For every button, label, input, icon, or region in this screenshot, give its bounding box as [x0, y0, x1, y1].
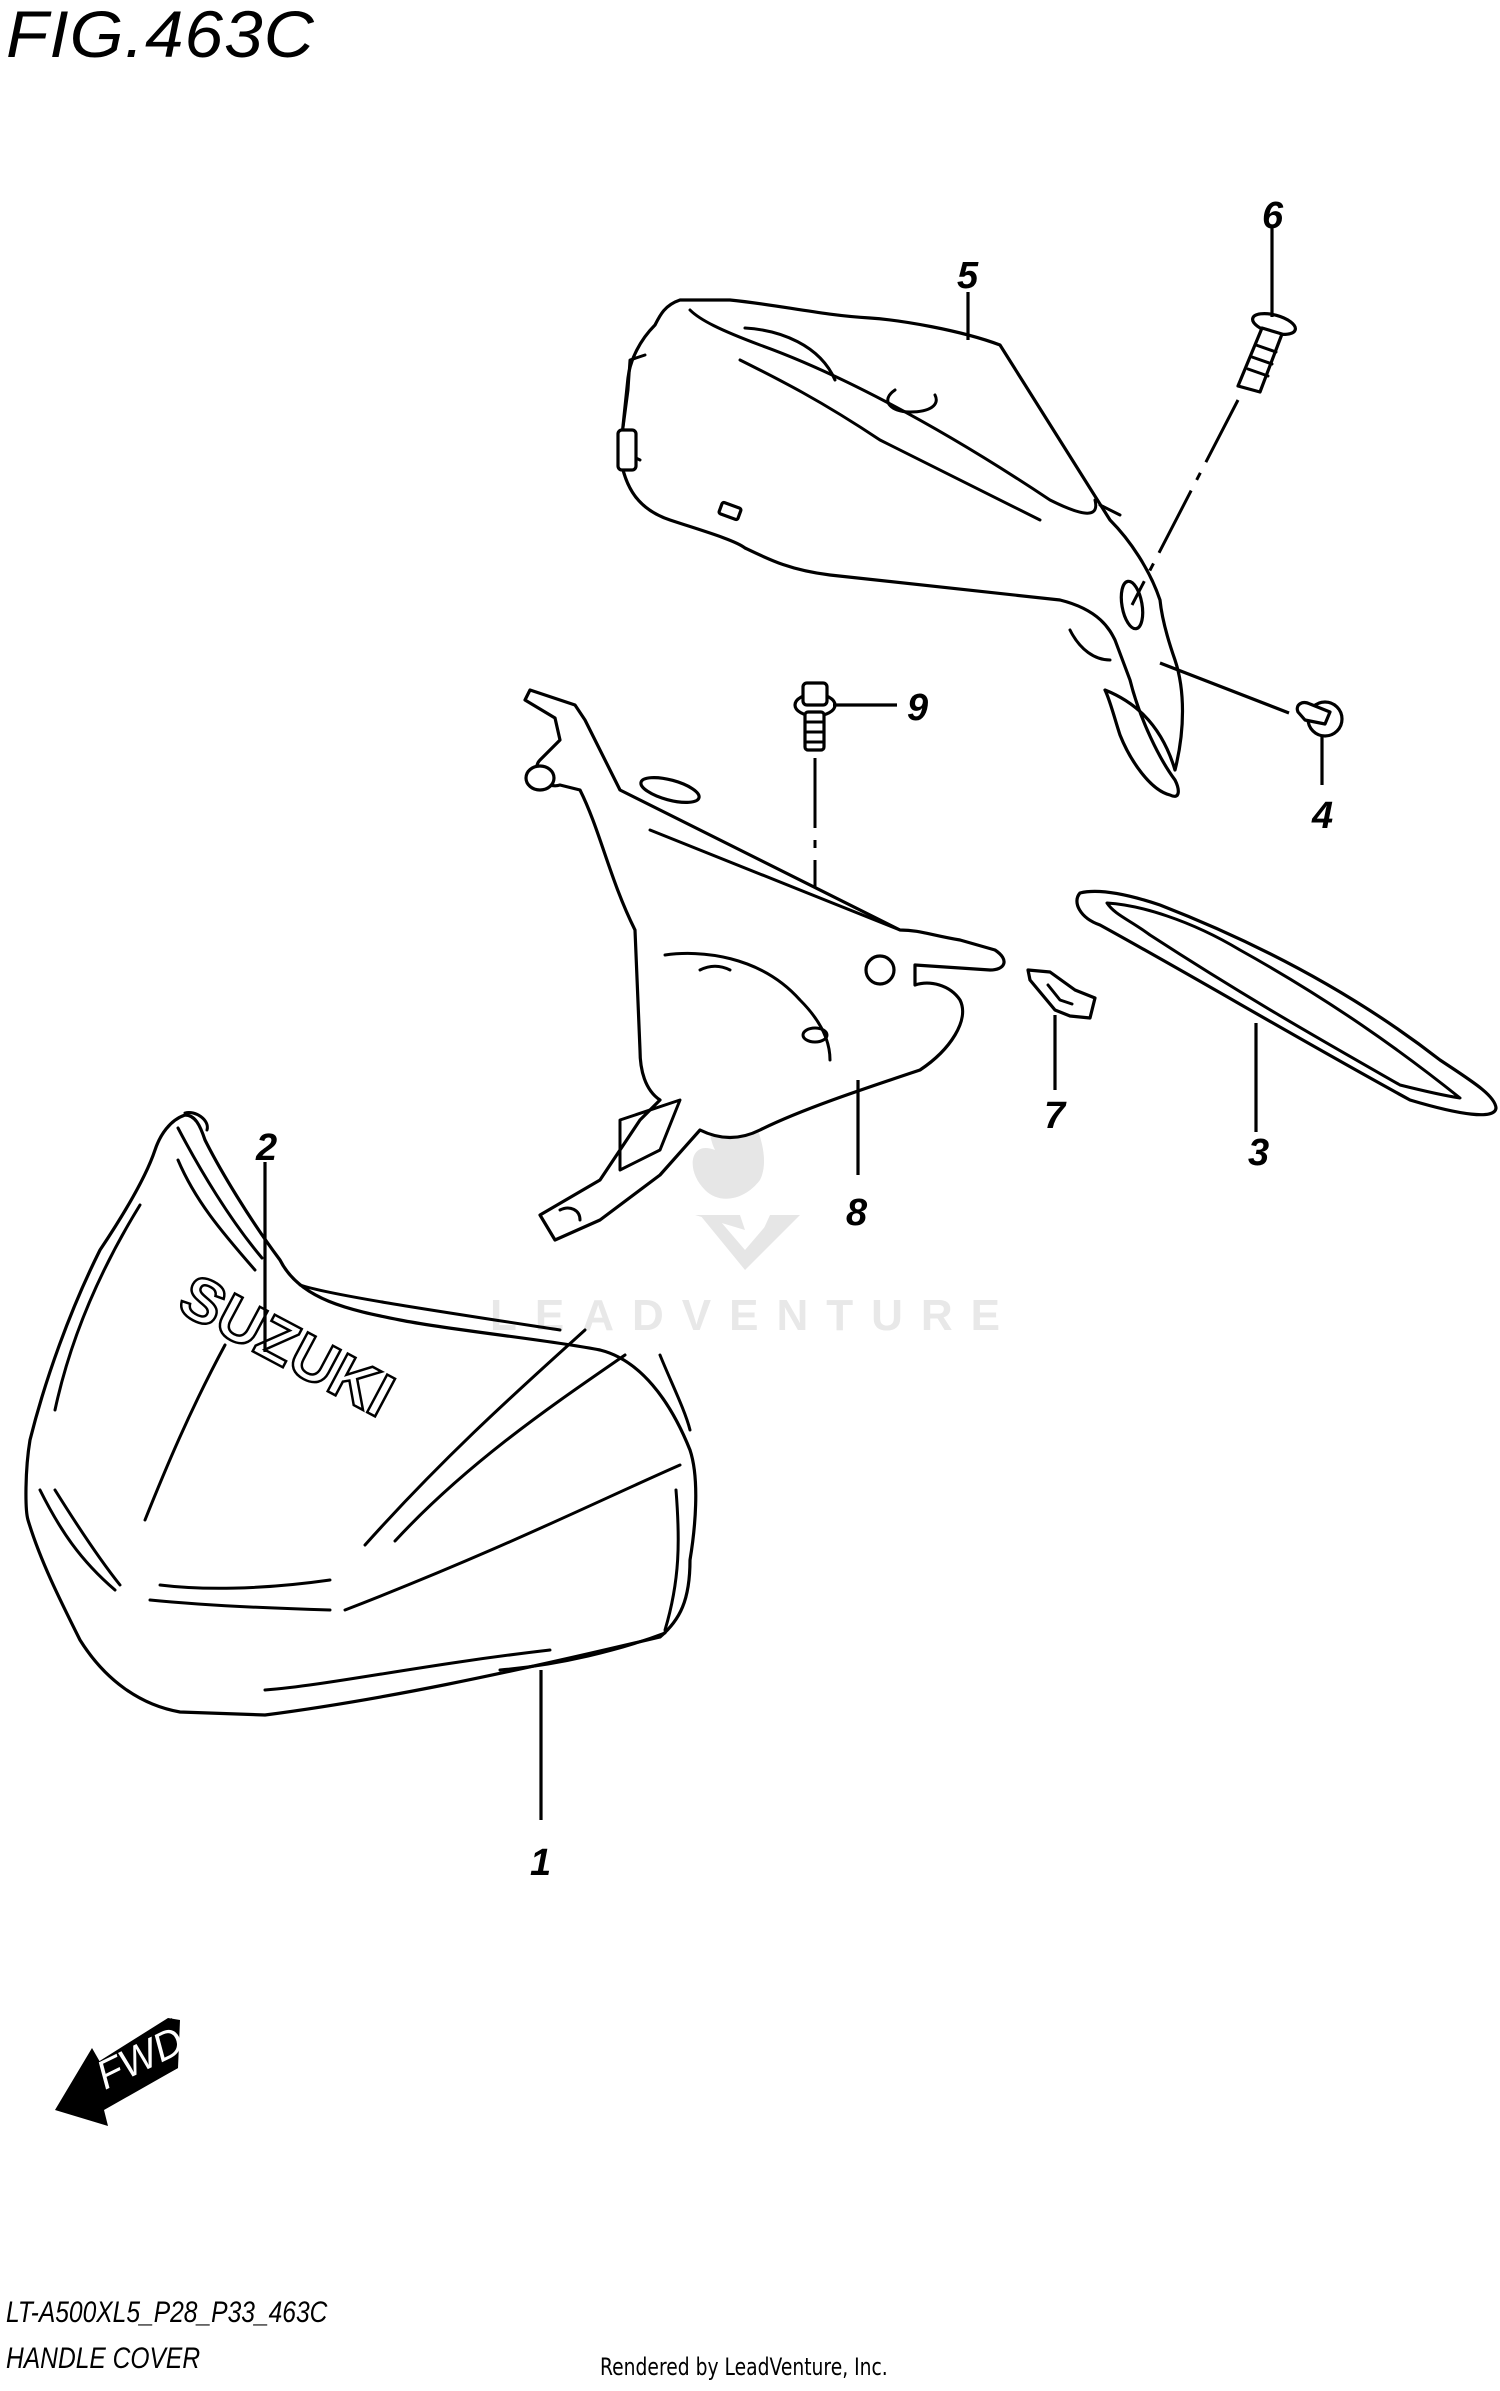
callout-9[interactable]: 9 [907, 687, 928, 729]
callout-3[interactable]: 3 [1248, 1132, 1269, 1174]
callout-1[interactable]: 1 [530, 1842, 551, 1884]
part-8-bracket[interactable] [523, 688, 1006, 1242]
part-7-clip[interactable] [1026, 968, 1097, 1090]
callout-7[interactable]: 7 [1044, 1095, 1067, 1137]
model-code: LT-A500XL5_P28_P33_463C [6, 2296, 328, 2329]
callout-8[interactable]: 8 [846, 1192, 868, 1234]
render-credit: Rendered by LeadVenture, Inc. [600, 2353, 888, 2381]
callout-6[interactable]: 6 [1262, 195, 1284, 237]
part-4-clip-nut[interactable] [1159, 661, 1344, 738]
callout-5[interactable]: 5 [957, 255, 979, 297]
callout-2[interactable]: 2 [255, 1127, 277, 1169]
section-name: HANDLE COVER [6, 2342, 201, 2375]
part-3-trim[interactable] [1075, 889, 1498, 1132]
figure-title: FIG.463C [6, 0, 315, 71]
watermark-text: LEADVENTURE [490, 1291, 1018, 1340]
callout-4[interactable]: 4 [1311, 795, 1333, 837]
part-9-bolt[interactable] [793, 681, 837, 1030]
part-6-screw[interactable] [1130, 310, 1298, 606]
part-1-handle-cover-front[interactable] [24, 1110, 698, 1820]
fwd-arrow-icon: FWD [55, 2018, 191, 2126]
part-5-handle-cover-rear[interactable] [616, 298, 1185, 798]
